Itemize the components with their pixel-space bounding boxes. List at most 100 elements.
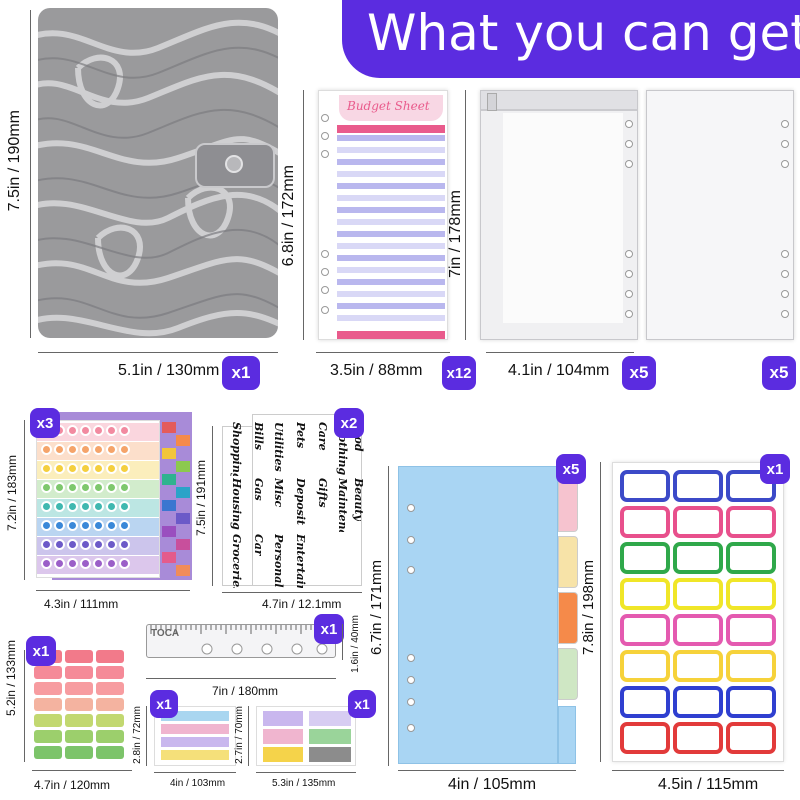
binder-width-label: 5.1in / 130mm: [118, 362, 220, 379]
label-width-line: [612, 770, 784, 771]
circle-sticker: [67, 558, 78, 569]
category-word: Car: [252, 534, 265, 556]
sticky-large-qty-badge: x1: [348, 690, 376, 718]
circle-sticker: [93, 463, 104, 474]
ruler-height-label: 1.6in / 40mm: [350, 615, 361, 673]
circle-sticker: [106, 482, 117, 493]
punch-hole: [625, 290, 633, 298]
budget-row: [337, 195, 445, 201]
category-word: Gifts: [316, 478, 329, 508]
circle-sticker: [93, 482, 104, 493]
circle-sticker: [93, 425, 104, 436]
category-word: Misc: [272, 478, 285, 508]
circle-sticker: [41, 482, 52, 493]
sleeve-qty-badge: x5: [762, 356, 796, 390]
circle-sticker: [41, 444, 52, 455]
divider-tab: [558, 648, 578, 700]
circle-sticker: [54, 539, 65, 550]
circle-sticker: [80, 425, 91, 436]
circle-sticker: [106, 444, 117, 455]
sticky-block: [309, 747, 351, 762]
circle-sticker: [106, 501, 117, 512]
side-tab: [176, 487, 190, 498]
circle-sticker: [93, 558, 104, 569]
divider-height-label: 6.7in / 171mm: [368, 560, 385, 656]
sticky-block: [263, 747, 303, 762]
ruler-qty-badge: x1: [314, 614, 344, 644]
zipper-height-line: [465, 90, 466, 340]
category-word: Entertainment: [294, 534, 307, 588]
tab-sticker: [34, 730, 62, 743]
sticky-small-width-line: [154, 772, 236, 773]
circle-sticker: [119, 463, 130, 474]
label-frame: [620, 542, 670, 574]
punch-hole: [321, 306, 329, 314]
circle-sticker: [54, 444, 65, 455]
tab-sticker: [65, 682, 93, 695]
circle-sticker: [80, 501, 91, 512]
label-frame: [726, 686, 776, 718]
tab-sticker: [96, 666, 124, 679]
budget-row: [337, 159, 445, 165]
sticky-block: [309, 729, 351, 744]
circle-sticker: [93, 520, 104, 531]
circle-sticker: [41, 520, 52, 531]
tab-sticker: [65, 730, 93, 743]
circle-sticker: [67, 539, 78, 550]
label-frame: [620, 650, 670, 682]
budget-height-label: 6.8in / 172mm: [280, 165, 297, 267]
budget-width-label: 3.5in / 88mm: [330, 362, 423, 379]
budget-row: [337, 219, 445, 225]
circle-sticker: [67, 425, 78, 436]
punch-hole: [321, 268, 329, 276]
punch-hole: [625, 310, 633, 318]
budget-header-row: [337, 125, 445, 133]
punch-hole: [321, 132, 329, 140]
circle-sticker: [54, 501, 65, 512]
sticky-small-height-line: [146, 706, 147, 766]
tab-stickers-width-line: [32, 770, 132, 771]
budget-sheet-heading: Budget Sheet: [347, 99, 430, 113]
circle-sticker: [119, 539, 130, 550]
sticker-side-tabs: [162, 422, 190, 578]
divider-stack: [398, 466, 558, 764]
sticky-strip: [161, 711, 229, 721]
circle-sticker: [93, 501, 104, 512]
label-frame: [726, 614, 776, 646]
tab-sticker: [34, 714, 62, 727]
category-word: Groceries: [230, 534, 243, 588]
sticker-sheet: [36, 420, 160, 578]
label-frame: [726, 542, 776, 574]
category-word: Gas: [252, 478, 265, 501]
punch-hole: [781, 250, 789, 258]
tab-stickers-height-label: 5.2in / 133mm: [4, 640, 18, 717]
circle-sticker: [80, 558, 91, 569]
binder-qty-badge: x1: [222, 356, 260, 390]
punch-hole: [321, 114, 329, 122]
budget-row: [337, 183, 445, 189]
circle-sticker: [106, 520, 117, 531]
zipper-envelope: [480, 90, 638, 340]
budget-sheet: Budget Sheet: [318, 90, 448, 340]
label-frame: [673, 614, 723, 646]
punch-hole: [625, 140, 633, 148]
sticky-strip: [161, 750, 229, 760]
category-height-line: [212, 426, 213, 586]
divider-lower-tab: [558, 706, 576, 764]
divider-tab: [558, 536, 578, 588]
circle-sticker: [119, 482, 130, 493]
circle-sticker: [54, 482, 65, 493]
divider-height-line: [388, 466, 389, 766]
side-tab: [162, 500, 176, 511]
circle-sticker: [80, 520, 91, 531]
punch-hole: [781, 270, 789, 278]
circle-sticker: [54, 520, 65, 531]
punch-hole: [781, 120, 789, 128]
category-word: Beauty: [352, 478, 365, 521]
sticky-large-height-line: [248, 706, 249, 766]
category-word: Personal: [272, 534, 285, 588]
sticky-small-qty-badge: x1: [150, 690, 178, 718]
label-frame: [673, 650, 723, 682]
category-height-label: 7.5in / 191mm: [194, 460, 208, 537]
punch-hole: [625, 270, 633, 278]
